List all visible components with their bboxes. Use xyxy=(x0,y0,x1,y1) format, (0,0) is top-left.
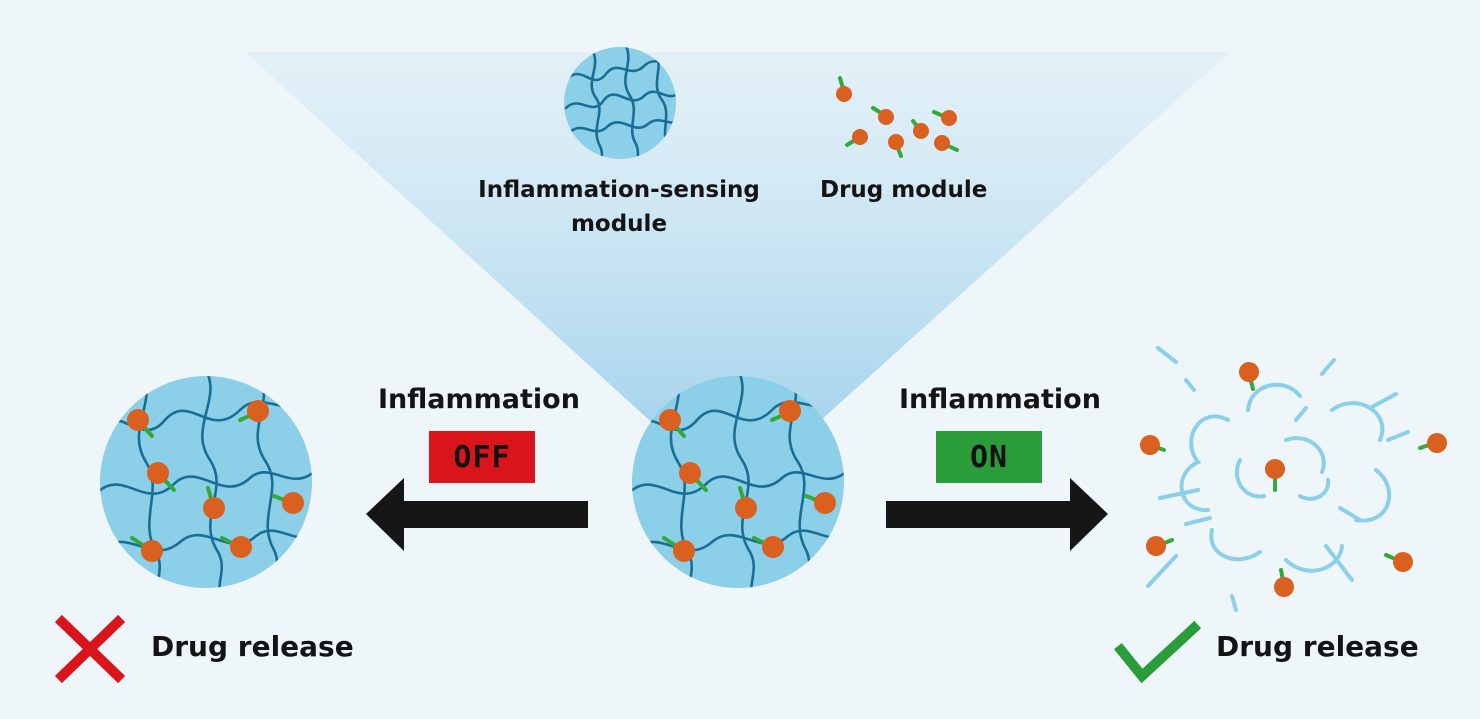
left-inflammation-label: Inflammation xyxy=(378,384,580,415)
sensing-module-label-line1: Inflammation-sensing xyxy=(478,177,760,203)
drug-module-label: Drug module xyxy=(820,177,988,203)
drug-module-cluster xyxy=(836,76,959,158)
cross-icon xyxy=(54,614,126,684)
checkmark-icon xyxy=(1113,620,1202,684)
degraded-hydrogel xyxy=(1146,346,1410,612)
right-inflammation-label: Inflammation xyxy=(899,384,1101,415)
released-drugs xyxy=(1140,362,1447,597)
hydrogel-sphere-off xyxy=(100,376,312,588)
right-arrow xyxy=(886,478,1108,551)
sensing-module-label: Inflammation-sensing module xyxy=(474,173,764,241)
sensing-module-label-line2: module xyxy=(570,211,668,237)
right-outcome-label: Drug release xyxy=(1216,630,1419,663)
off-badge: OFF xyxy=(429,431,535,483)
magnification-beam xyxy=(245,52,1230,430)
left-arrow xyxy=(366,478,588,551)
on-badge: ON xyxy=(936,431,1042,483)
left-outcome-label: Drug release xyxy=(151,630,354,663)
